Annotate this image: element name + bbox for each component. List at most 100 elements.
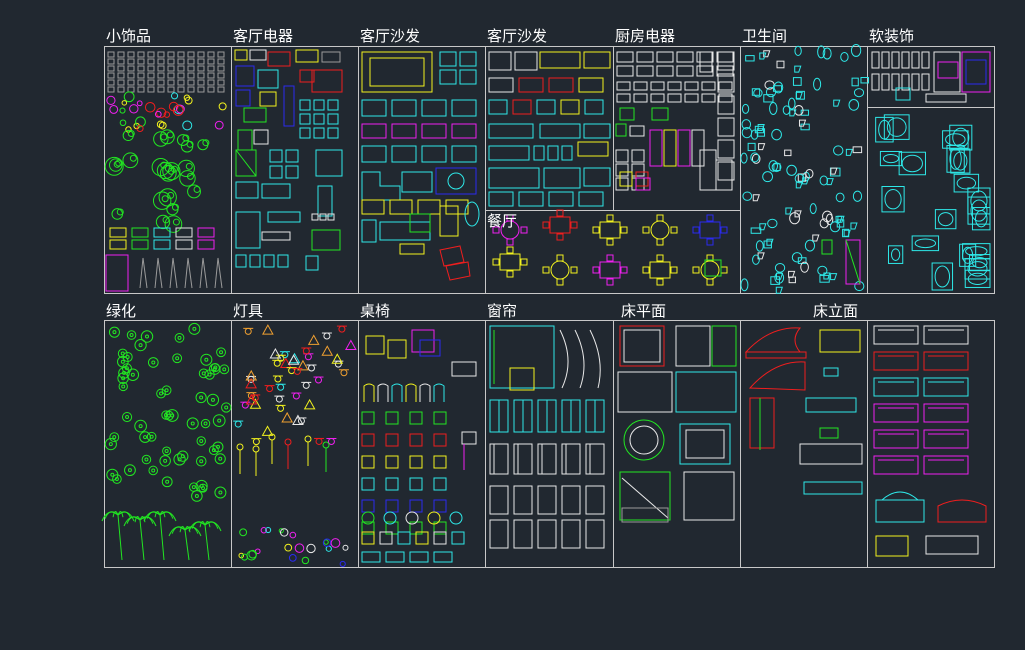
- decor-figure: [901, 51, 910, 69]
- basin-symbol: [797, 173, 807, 182]
- ornament-icon: [172, 104, 184, 116]
- ornament-block: [107, 58, 115, 65]
- plant-center: [138, 424, 143, 429]
- palm-frond: [154, 511, 161, 518]
- ornament-icon: [218, 102, 227, 111]
- bed-sheet: [685, 429, 725, 459]
- plant-center: [108, 442, 113, 447]
- bed-elevation: [923, 455, 969, 475]
- chair-plan: [433, 531, 447, 545]
- dining-chair: [706, 254, 714, 262]
- plant-plan: [118, 381, 128, 392]
- chair: [561, 145, 573, 161]
- plant-center: [211, 448, 216, 453]
- curtain-panel: [537, 519, 557, 549]
- sofa-seat: [445, 199, 469, 215]
- canopy-elevation: [744, 327, 802, 353]
- palm-frond: [126, 516, 141, 524]
- sofa-seat: [361, 145, 387, 163]
- kitchen-fridge: [663, 129, 677, 167]
- toilet-symbol: [768, 160, 779, 172]
- appliance-box: [313, 113, 325, 125]
- palm-frond: [179, 526, 186, 533]
- lamp-shade: [269, 347, 282, 359]
- sofa-elevation: [488, 51, 512, 71]
- ornament-block: [197, 58, 205, 65]
- appliance-tv-screen: [235, 149, 257, 177]
- section-label-tables-chairs: 桌椅: [360, 302, 391, 320]
- dining-table: [704, 259, 722, 277]
- chair-plan: [409, 433, 423, 447]
- ornament-block: [197, 65, 205, 72]
- palm-frond: [134, 516, 141, 523]
- bathtub-symbol: [934, 209, 957, 230]
- ornament-icon: [158, 121, 167, 130]
- plant-center: [212, 367, 217, 372]
- toilet-symbol: [804, 239, 816, 252]
- kitchen-appliance: [676, 51, 694, 63]
- toilet-symbol: [835, 192, 845, 203]
- ornament-frame: [197, 239, 215, 250]
- sofa-elevation: [577, 141, 609, 157]
- ornament-block: [177, 51, 185, 58]
- kitchen-appliance: [684, 81, 699, 91]
- plant-ornament: [152, 191, 172, 210]
- lamp-bulb: [247, 392, 255, 400]
- lamp-bulb: [334, 360, 342, 368]
- kitchen-box: [631, 177, 645, 191]
- dining-chair: [520, 226, 528, 234]
- kitchen-appliance: [701, 93, 716, 103]
- ornament-block: [117, 79, 125, 86]
- lamp-ceiling: [301, 556, 310, 565]
- curtain-panel: [561, 443, 581, 475]
- rug-pattern: [447, 172, 465, 190]
- plant-plan: [195, 479, 208, 493]
- ornament-icon: [109, 104, 119, 114]
- curtain-panel: [561, 519, 581, 549]
- plant-plan: [140, 330, 154, 343]
- ornament-block: [187, 72, 195, 79]
- lamp-shade: [345, 339, 357, 350]
- curtain-panel: [585, 485, 605, 515]
- bed-base: [621, 507, 669, 523]
- dining-table-round: [550, 260, 570, 280]
- toilet-symbol: [794, 45, 802, 56]
- bathtub-basin: [886, 117, 907, 137]
- bed-plan: [675, 325, 711, 367]
- decor-panel: [933, 51, 961, 93]
- bathtub-symbol: [898, 151, 926, 176]
- bed-elevation: [875, 499, 925, 523]
- plant-center: [120, 359, 125, 364]
- bed-elevation-base: [745, 351, 807, 359]
- fixture-symbol: [833, 99, 841, 107]
- bench-plan: [409, 551, 429, 563]
- ornament-block: [157, 65, 165, 72]
- dining-chair: [556, 254, 564, 262]
- plant-plan: [148, 465, 158, 476]
- bathtub-symbol: [887, 245, 904, 264]
- sofa-seat: [439, 205, 459, 237]
- dining-chair: [606, 278, 614, 286]
- chair-plan: [385, 433, 399, 447]
- kitchen-box: [619, 171, 633, 187]
- sofa-elevation: [514, 51, 538, 71]
- bench-plan: [433, 551, 453, 563]
- bed-elevation: [923, 403, 969, 423]
- ornament-block: [137, 58, 145, 65]
- appliance-box: [259, 91, 277, 107]
- dining-chair: [570, 266, 578, 274]
- lamp-shade: [288, 352, 301, 364]
- ornament-icon: [214, 120, 224, 130]
- toilet-symbol: [771, 128, 782, 141]
- sofa-seat: [389, 199, 413, 215]
- section-label-lighting: 灯具: [233, 302, 264, 320]
- plant-plan: [165, 409, 179, 422]
- lamp-bulb: [340, 369, 348, 377]
- palm-frond: [104, 511, 119, 519]
- ornament-icon: [123, 91, 135, 103]
- ornament-block: [137, 79, 145, 86]
- palm-trunk: [184, 529, 190, 561]
- toilet-symbol: [753, 88, 763, 98]
- bed-elevation-side: [749, 397, 775, 449]
- chair-plan: [361, 455, 375, 469]
